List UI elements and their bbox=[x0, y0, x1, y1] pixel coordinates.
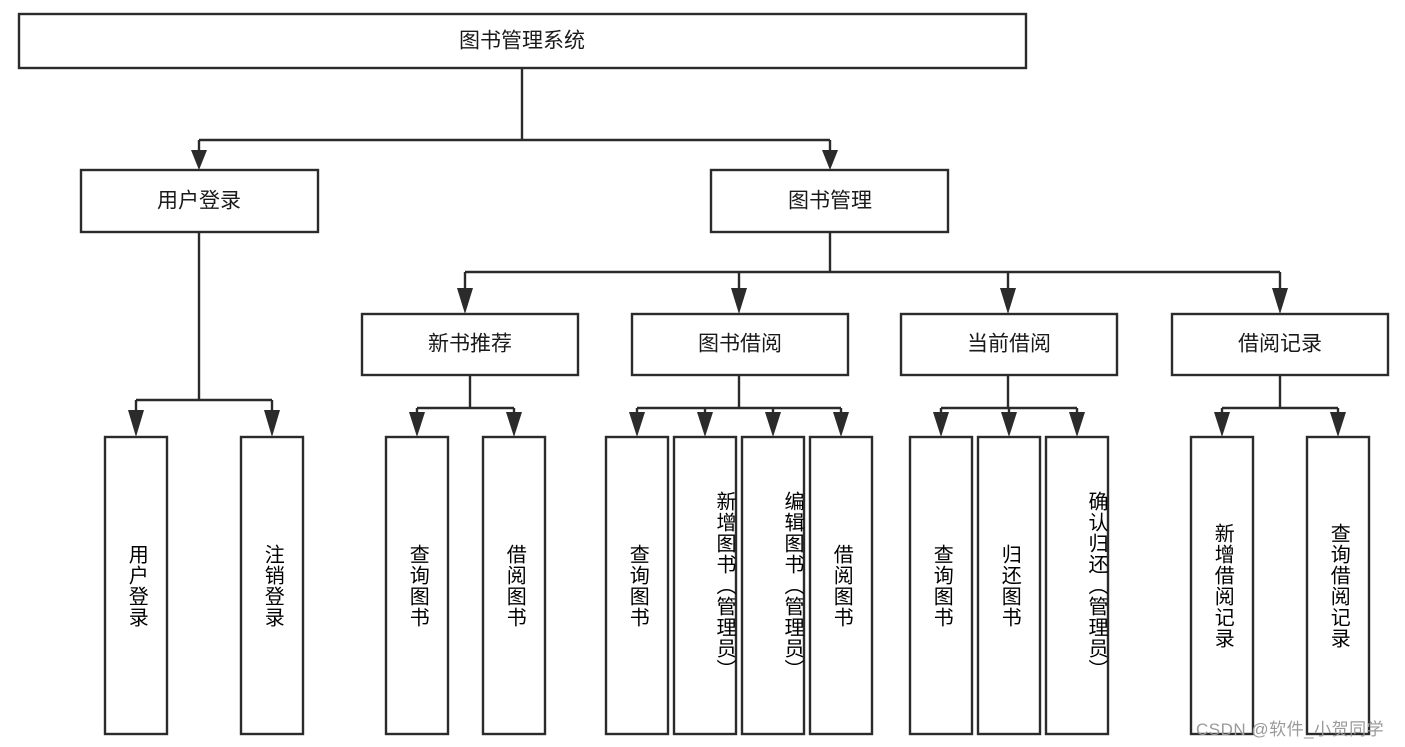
arrow-head-leaf-confirm-return bbox=[1069, 412, 1085, 437]
arrow-head-current-borrow bbox=[1000, 288, 1016, 314]
arrow-head-leaf-return-book bbox=[1001, 412, 1017, 437]
node-user-login-label: 用户登录 bbox=[157, 190, 241, 213]
arrow-head-user-login bbox=[191, 150, 207, 170]
node-leaf-query-record-box[interactable] bbox=[1305, 435, 1371, 736]
node-book-management-label: 图书管理 bbox=[788, 190, 872, 213]
arrow-head-leaf-borrow-book-1 bbox=[506, 412, 522, 437]
node-book-borrow-box[interactable] bbox=[630, 312, 850, 377]
node-root-box[interactable] bbox=[17, 12, 1028, 70]
node-leaf-query-book-1-box[interactable] bbox=[384, 435, 450, 736]
node-leaf-confirm-return-box[interactable] bbox=[1044, 435, 1110, 736]
arrow-head-leaf-edit-book bbox=[765, 412, 781, 437]
arrow-head-leaf-query-record bbox=[1330, 412, 1346, 437]
connector-layer bbox=[128, 68, 1346, 437]
node-user-login-box[interactable] bbox=[79, 168, 320, 234]
arrow-head-leaf-query-book-3 bbox=[933, 412, 949, 437]
arrow-head-book-management bbox=[822, 150, 838, 170]
arrow-head-leaf-add-record bbox=[1214, 412, 1230, 437]
node-leaf-borrow-book-1-box[interactable] bbox=[481, 435, 547, 736]
node-current-borrow-label: 当前借阅 bbox=[967, 333, 1051, 356]
node-leaf-user-login-box[interactable] bbox=[103, 435, 169, 736]
node-leaf-borrow-book-2-box[interactable] bbox=[808, 435, 874, 736]
node-borrow-record-label: 借阅记录 bbox=[1238, 333, 1322, 356]
node-leaf-add-book-box[interactable] bbox=[672, 435, 738, 736]
node-leaf-query-book-2-box[interactable] bbox=[604, 435, 670, 736]
arrow-head-book-borrow bbox=[731, 288, 747, 314]
node-leaf-edit-book-box[interactable] bbox=[740, 435, 806, 736]
arrow-head-leaf-user-login bbox=[128, 410, 144, 437]
node-new-book-recommend-label: 新书推荐 bbox=[428, 333, 512, 356]
arrow-head-leaf-query-book-2 bbox=[629, 412, 645, 437]
arrow-head-leaf-user-logout bbox=[264, 410, 280, 437]
node-current-borrow-box[interactable] bbox=[899, 312, 1119, 377]
node-leaf-user-logout-box[interactable] bbox=[239, 435, 305, 736]
node-book-borrow-label: 图书借阅 bbox=[698, 333, 782, 356]
node-new-book-recommend-box[interactable] bbox=[360, 312, 580, 377]
csdn-watermark: CSDN @软件_小贺同学 bbox=[1196, 720, 1385, 739]
arrow-head-leaf-borrow-book-2 bbox=[833, 412, 849, 437]
node-root-label: 图书管理系统 bbox=[459, 30, 585, 53]
arrow-head-new-book-recommend bbox=[457, 288, 473, 314]
node-book-management-box[interactable] bbox=[709, 168, 950, 234]
node-layer: 图书管理系统 用户登录 图书管理 新书推荐 图书借阅 当前借阅 借阅记录 bbox=[17, 12, 1390, 736]
arrow-head-leaf-add-book bbox=[697, 412, 713, 437]
node-borrow-record-box[interactable] bbox=[1170, 312, 1390, 377]
arrow-head-borrow-record bbox=[1272, 288, 1288, 314]
node-leaf-return-book-box[interactable] bbox=[976, 435, 1042, 736]
node-leaf-add-record-box[interactable] bbox=[1189, 435, 1255, 736]
node-leaf-query-book-3-box[interactable] bbox=[908, 435, 974, 736]
arrow-head-leaf-query-book-1 bbox=[409, 412, 425, 437]
